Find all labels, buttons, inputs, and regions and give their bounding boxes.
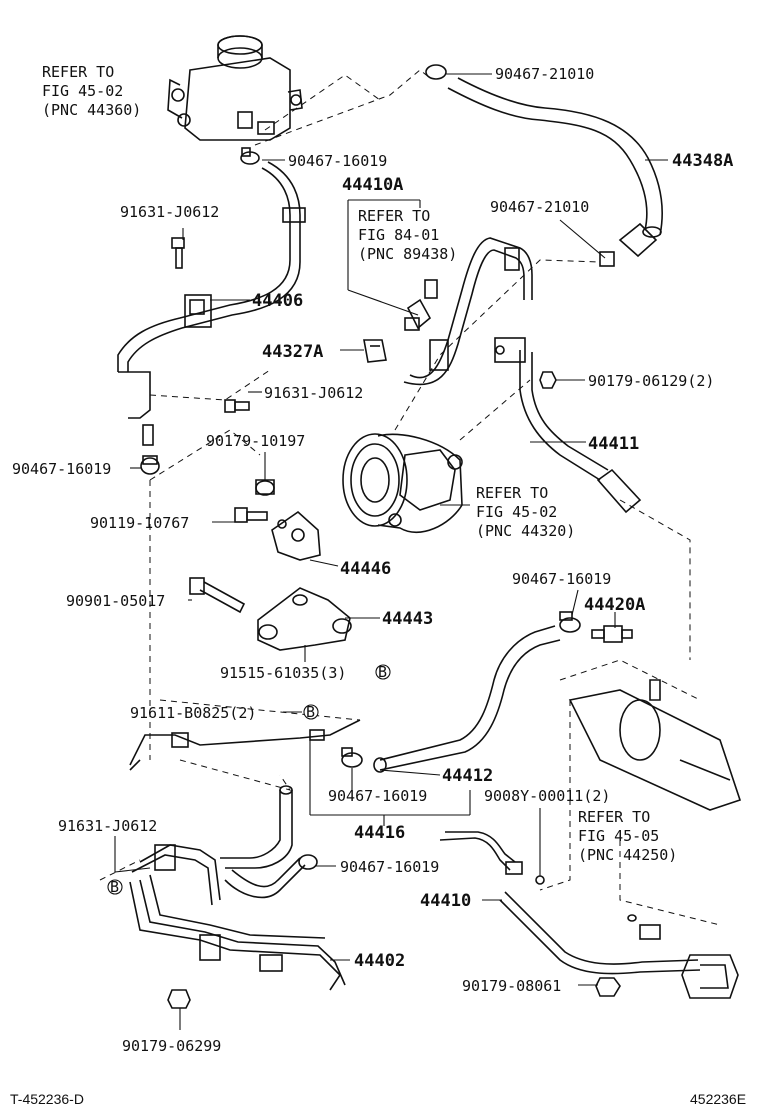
pressure-tube-upper <box>403 237 533 386</box>
label-44411: 44411 <box>588 434 639 454</box>
cooler-hose-lower <box>220 785 306 899</box>
label-44410: 44410 <box>420 891 471 911</box>
bolt-91631-top <box>171 237 185 269</box>
leader-lines <box>114 73 668 1030</box>
label-90901-05017: 90901-05017 <box>66 592 165 610</box>
clip-44327A <box>363 339 387 363</box>
ref-45-02-top-line3: (PNC 44360) <box>42 101 141 119</box>
bracket-44443 <box>257 587 352 651</box>
label-90467-16019-right: 90467-16019 <box>512 570 611 588</box>
label-90179-06129: 90179-06129(2) <box>588 372 714 390</box>
marker-b-1: B <box>375 663 391 681</box>
return-hose-44348A <box>425 64 664 267</box>
union-44410A <box>404 279 438 331</box>
pressure-hose-44406 <box>117 161 306 446</box>
ref-45-05-line2: FIG 45-05 <box>578 827 659 845</box>
label-90179-10197: 90179-10197 <box>206 432 305 450</box>
label-91515-61035: 91515-61035(3) <box>220 664 346 682</box>
svg-text:B: B <box>306 703 315 721</box>
ref-45-05-line1: REFER TO <box>578 808 650 826</box>
label-44410A: 44410A <box>342 175 403 195</box>
label-90467-21010-top: 90467-21010 <box>495 65 594 83</box>
ref-45-02-pump-line1: REFER TO <box>476 484 548 502</box>
bolt-91631-mid <box>224 399 250 413</box>
hose-clamp-lower <box>341 747 363 768</box>
cooler-tube-44416 <box>129 719 361 815</box>
ref-45-02-top-line1: REFER TO <box>42 63 114 81</box>
ref-45-05-line3: (PNC 44250) <box>578 846 677 864</box>
bracket-44446 <box>271 510 321 561</box>
label-91631-J0612-mid: 91631-J0612 <box>264 384 363 402</box>
nut-90179-10197 <box>255 479 275 496</box>
hose-clamp-bottom <box>298 854 318 870</box>
label-44416: 44416 <box>354 823 405 843</box>
label-91611-B0825: 91611-B0825(2) <box>130 704 256 722</box>
label-90467-21010-mid: 90467-21010 <box>490 198 589 216</box>
label-44420A: 44420A <box>584 595 645 615</box>
label-91631-J0612-top: 91631-J0612 <box>120 203 219 221</box>
label-44402: 44402 <box>354 951 405 971</box>
hose-clamp-right <box>559 611 581 633</box>
ref-84-01-line2: FIG 84-01 <box>358 226 439 244</box>
o-ring-9008Y <box>535 875 545 885</box>
nut-90179-06299 <box>167 989 191 1009</box>
hose-clamp-reservoir <box>240 147 260 165</box>
label-44412: 44412 <box>442 766 493 786</box>
marker-b-3: B <box>107 878 123 896</box>
nut-90179-06129 <box>539 371 557 389</box>
label-44348A: 44348A <box>672 151 733 171</box>
svg-text:B: B <box>378 663 387 681</box>
reference-dashed-lines <box>99 69 721 926</box>
part-labels: REFER TO FIG 45-02 (PNC 44360) 90467-210… <box>12 63 733 1055</box>
svg-text:B: B <box>110 878 119 896</box>
ref-45-02-pump-line2: FIG 45-02 <box>476 503 557 521</box>
label-90467-16019-left: 90467-16019 <box>12 460 111 478</box>
bolt-90901-05017 <box>189 577 246 614</box>
label-44443: 44443 <box>382 609 433 629</box>
hose-clamp-left <box>140 455 160 475</box>
label-44327A: 44327A <box>262 342 323 362</box>
oil-cooler-44402 <box>129 844 346 991</box>
union-44420A <box>591 625 633 643</box>
return-hose-44411 <box>519 350 642 514</box>
label-90119-10767: 90119-10767 <box>90 514 189 532</box>
footer: T-452236-D 452236E <box>10 1091 746 1107</box>
ref-84-01-line3: (PNC 89438) <box>358 245 457 263</box>
label-90179-08061: 90179-08061 <box>462 977 561 995</box>
label-90179-06299: 90179-06299 <box>122 1037 221 1055</box>
label-90467-16019-low: 90467-16019 <box>328 787 427 805</box>
footer-right: 452236E <box>690 1091 746 1107</box>
nut-90179-08061 <box>595 977 621 997</box>
power-steering-pump <box>342 433 463 534</box>
label-91631-J0612-low: 91631-J0612 <box>58 817 157 835</box>
reservoir-tank <box>167 35 303 141</box>
marker-b-2: B <box>303 703 319 721</box>
label-9008Y-00011: 9008Y-00011(2) <box>484 787 610 805</box>
label-90467-16019-bot: 90467-16019 <box>340 858 439 876</box>
footer-left: T-452236-D <box>10 1091 84 1107</box>
ref-45-02-top-line2: FIG 45-02 <box>42 82 123 100</box>
ref-84-01-line1: REFER TO <box>358 207 430 225</box>
pressure-tube-44410 <box>439 831 739 999</box>
ref-45-02-pump-line3: (PNC 44320) <box>476 522 575 540</box>
steering-gear-housing <box>568 679 742 811</box>
label-44406: 44406 <box>252 291 303 311</box>
hose-44412 <box>373 625 561 773</box>
label-44446: 44446 <box>340 559 391 579</box>
bolt-90119-10767 <box>234 507 268 523</box>
label-90467-16019-res: 90467-16019 <box>288 152 387 170</box>
